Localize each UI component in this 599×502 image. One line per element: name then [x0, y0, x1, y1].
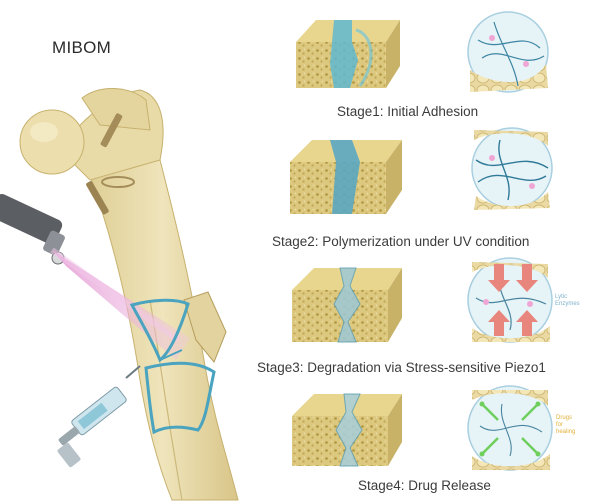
lytic-enzyme-arrows	[488, 264, 538, 336]
adhesive-band-lower	[144, 361, 216, 435]
femur-head	[19, 109, 85, 175]
bone-fragment	[183, 291, 227, 363]
drugs-line2: for	[556, 422, 563, 428]
adhesive-band-upper	[129, 298, 190, 363]
drugs-line3: healing	[556, 429, 575, 435]
stage1-sponge-block	[296, 20, 400, 88]
stage4-adhesive	[335, 393, 363, 467]
bone-illustration	[0, 87, 239, 501]
drugs-line1: Drugs	[556, 415, 572, 421]
stage4-caption: Stage4: Drug Release	[358, 478, 491, 493]
lytic-enzymes-line2: Enzymes	[555, 301, 580, 307]
stage3-micro-circle	[467, 257, 553, 343]
screw-2	[86, 181, 109, 215]
figure-title: MIBOM	[52, 38, 112, 57]
stage3-caption: Stage3: Degradation via Stress-sensitive…	[257, 360, 546, 375]
stage4-micro-circle	[467, 385, 553, 471]
stage2-adhesive	[330, 140, 360, 214]
stage2-micro-circle	[471, 127, 553, 210]
lytic-enzymes-line1: Lytic	[555, 294, 567, 300]
drug-release-arrows	[481, 403, 539, 455]
syringe[interactable]	[57, 365, 141, 468]
stage1-caption: Stage1: Initial Adhesion	[337, 104, 479, 119]
stage1-adhesive	[330, 20, 358, 88]
stage2-sponge-block	[290, 140, 402, 214]
stage2-caption: Stage2: Polymerization under UV conditio…	[272, 234, 530, 249]
stage3-sponge-block	[292, 267, 402, 343]
stage3-adhesive	[333, 267, 361, 343]
stage1-micro-circle	[467, 11, 549, 93]
stage4-sponge-block	[292, 393, 402, 467]
screw-1	[100, 113, 123, 148]
